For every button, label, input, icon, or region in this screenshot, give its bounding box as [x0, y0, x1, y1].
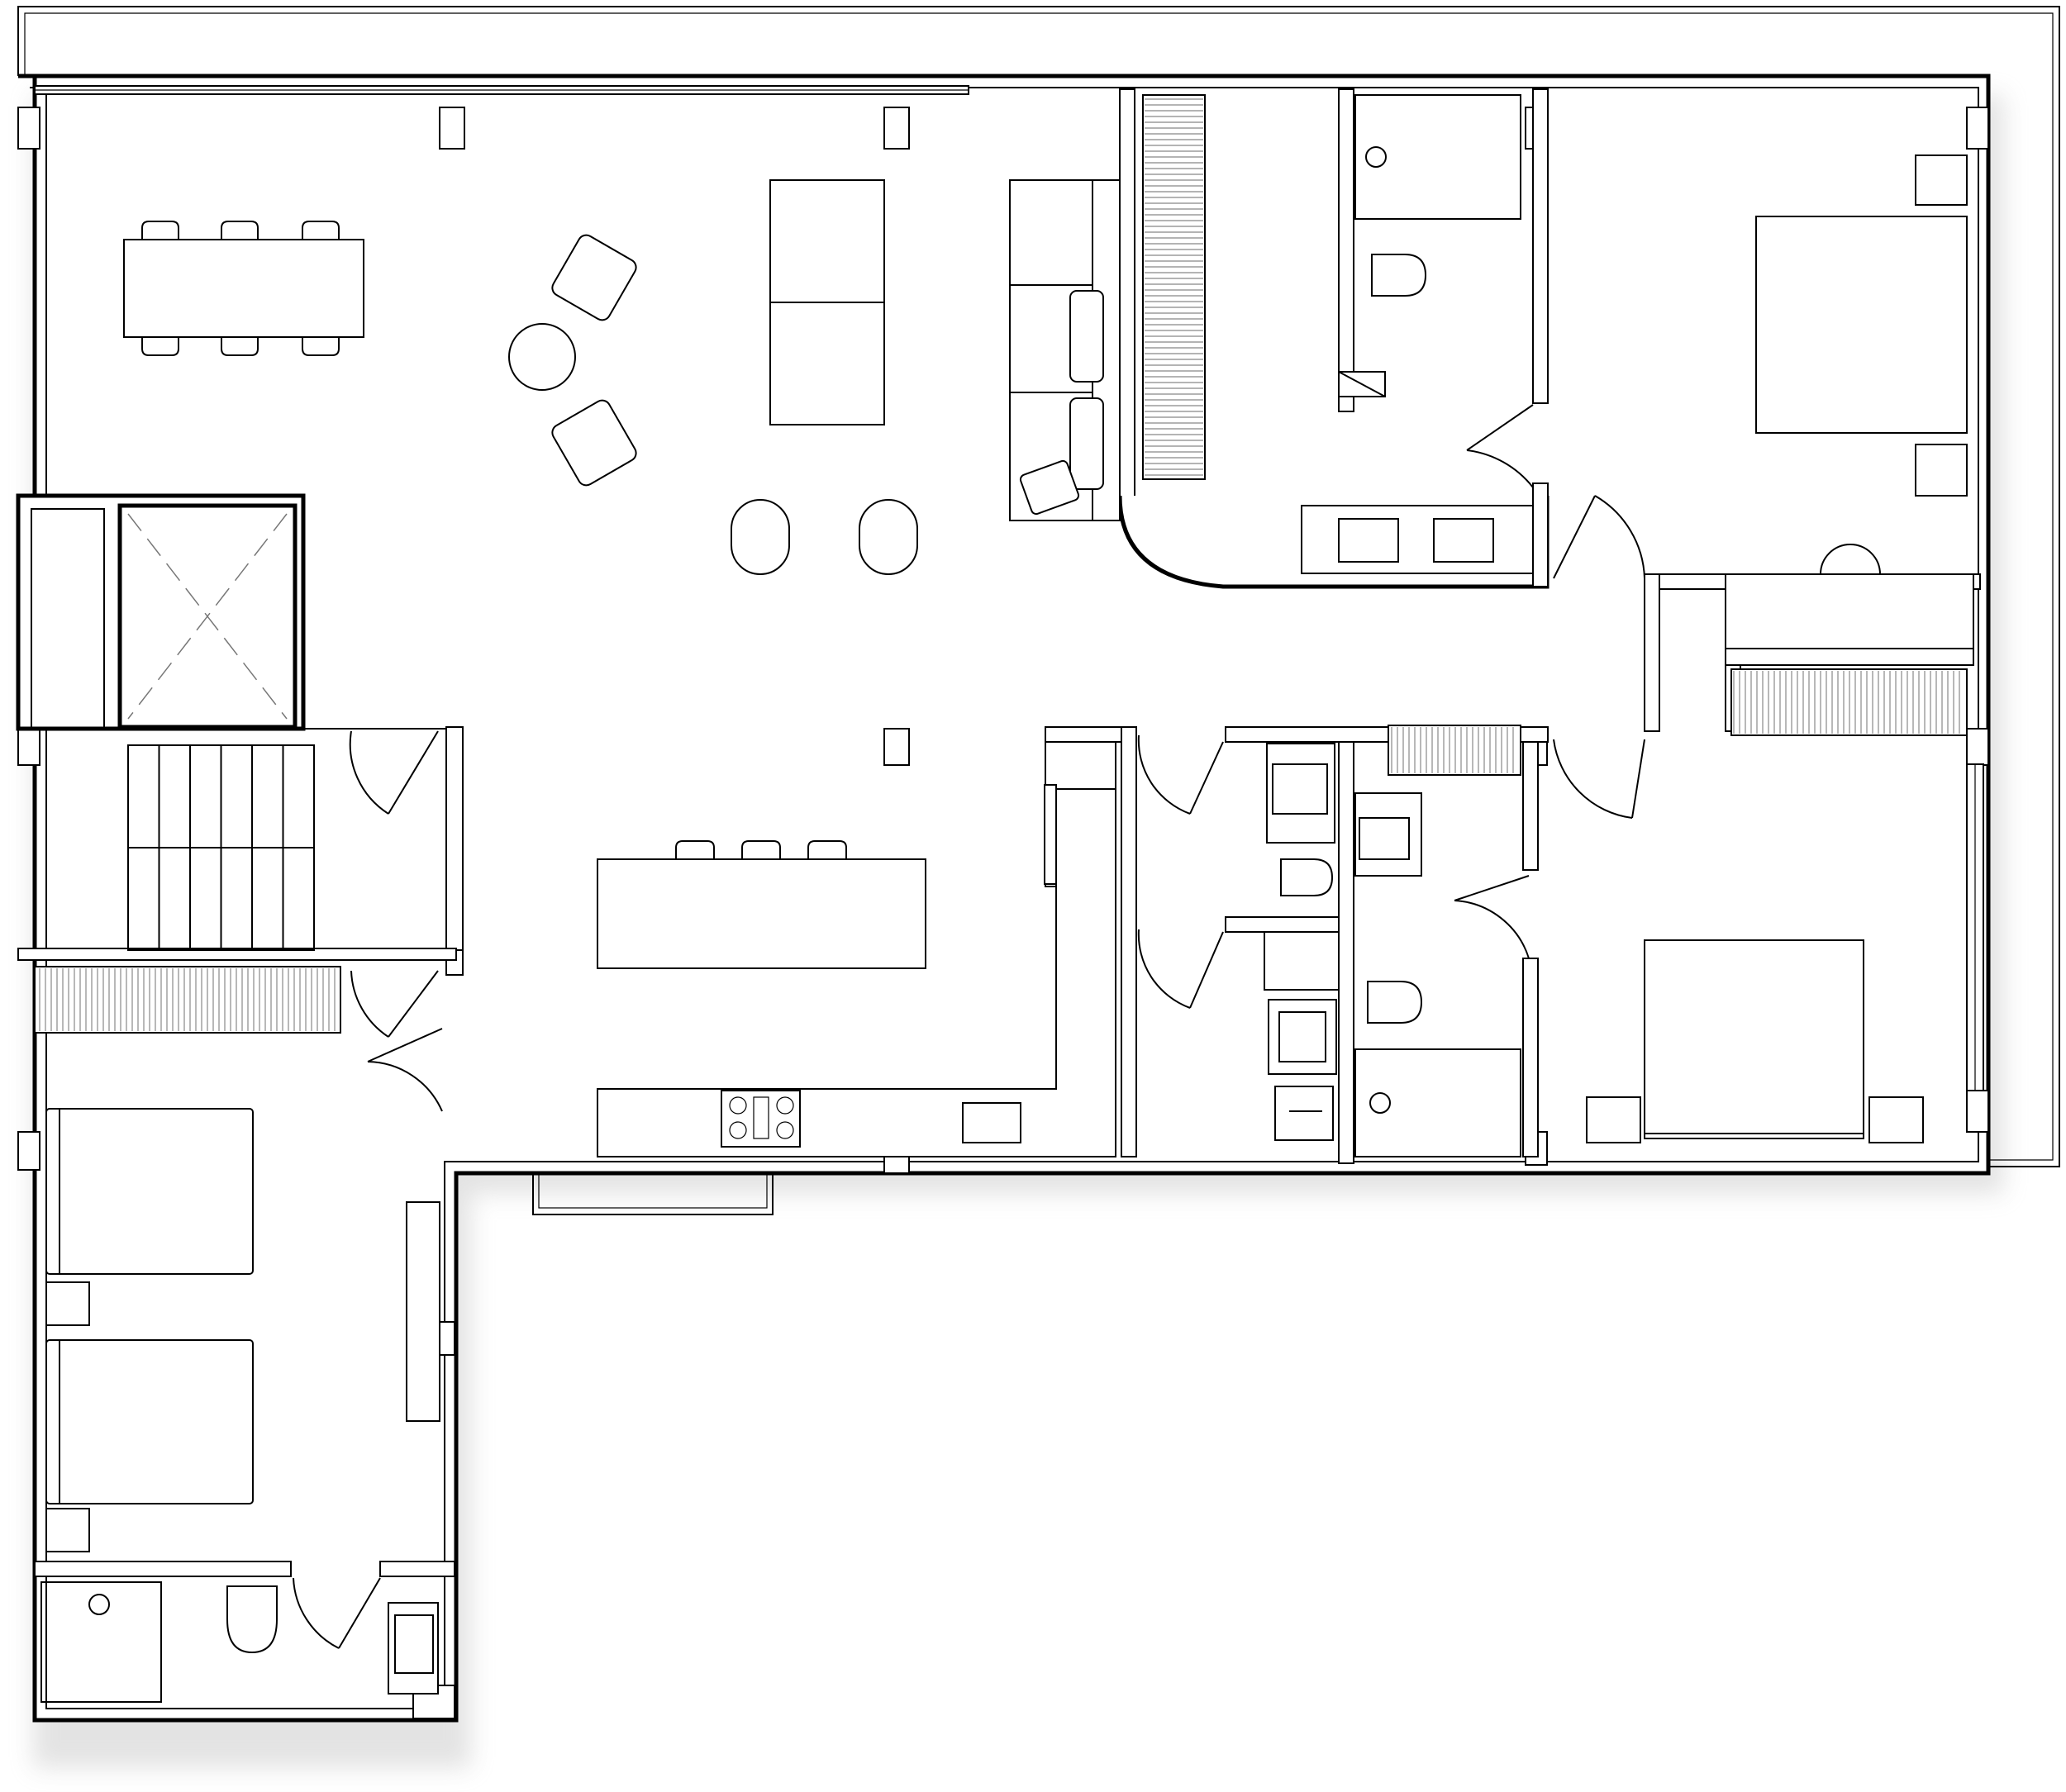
- nightstand-west: [45, 1281, 90, 1552]
- terrace-outline: [17, 6, 2060, 1167]
- kitchen-sink: [962, 1102, 1021, 1143]
- tall-cabinet: [1044, 784, 1057, 885]
- round-side-table: [508, 323, 576, 391]
- dining-table: [123, 239, 364, 338]
- beds-west: [45, 1108, 254, 1504]
- north-windows: [34, 85, 969, 95]
- dining-chairs: [141, 221, 340, 356]
- stairs: [127, 744, 315, 951]
- north-bath-shower: [1354, 94, 1521, 220]
- door-swings: [293, 404, 1645, 1649]
- powder-room: [1264, 743, 1340, 1141]
- west-stair-strip: [34, 966, 341, 1034]
- east-stair-strips: [1388, 668, 1968, 776]
- desk-northeast: [1725, 544, 1974, 649]
- west-bath: [40, 1581, 439, 1703]
- nightstands-southeast: [1586, 1096, 1924, 1143]
- north-bath-toilet: [1371, 254, 1427, 297]
- bed-southeast: [1644, 939, 1864, 1139]
- lounge-chairs: [551, 234, 637, 487]
- sofa: [1009, 179, 1121, 521]
- armchairs: [731, 499, 918, 575]
- coffee-table: [769, 179, 885, 425]
- cooktop: [721, 1090, 801, 1148]
- kitchen-counter: [597, 788, 1116, 1157]
- bed-northeast: [1755, 216, 1968, 434]
- nightstands-northeast: [1915, 154, 1968, 497]
- exterior-walls: [18, 74, 1991, 1723]
- wardrobe-west: [406, 1201, 440, 1422]
- south-balcony: [532, 1172, 774, 1215]
- elevator-shaft: [127, 513, 288, 720]
- southeast-bath: [1354, 792, 1521, 1157]
- east-glazing: [1966, 763, 1984, 1091]
- bar-stools: [675, 840, 847, 859]
- kitchen-island: [597, 858, 926, 969]
- north-bath-vanity: [1301, 371, 1534, 574]
- north-stair-strip: [1142, 94, 1206, 480]
